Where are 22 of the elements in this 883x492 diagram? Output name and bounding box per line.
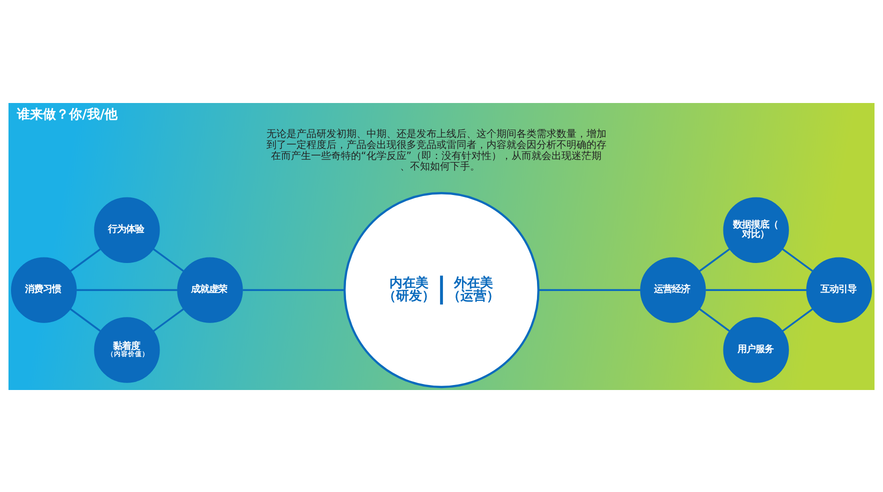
connector [70,248,101,272]
connector [70,308,101,332]
connector [699,308,730,332]
node-circle: 成就虚荣 [177,256,243,322]
connector [76,288,178,290]
connector [152,248,184,272]
connector [152,308,184,332]
node-circle: 消费习惯 [11,256,77,322]
connector [538,288,640,290]
node-circle: 互动引导 [806,256,872,322]
connector [699,248,730,272]
node-circle: 内在美（研发） 外在美（运营） [343,192,540,388]
node-circle: 用户服务 [723,316,789,382]
connector [242,288,344,290]
diagram-title: 谁来做？你/我/他 [17,106,118,122]
node-circle: 行为体验 [94,196,160,262]
connector [782,248,813,272]
connector [706,288,807,290]
node-circle: 数据摸底（对比） [723,196,789,262]
label: 无论是产品研发初期、中期、还是发布上线后、这个期间各类需求数量，增加到了一定程度后，产品会出现很多竞品或雷同者，内容就会因分析不明确的存在而产生一些奇特的“化学反应”（即：没有针对性），从而就会出现迷茫期、不知如何下手。 [266,128,606,172]
connector [782,308,813,332]
node-circle: 运营经济 [640,256,706,322]
